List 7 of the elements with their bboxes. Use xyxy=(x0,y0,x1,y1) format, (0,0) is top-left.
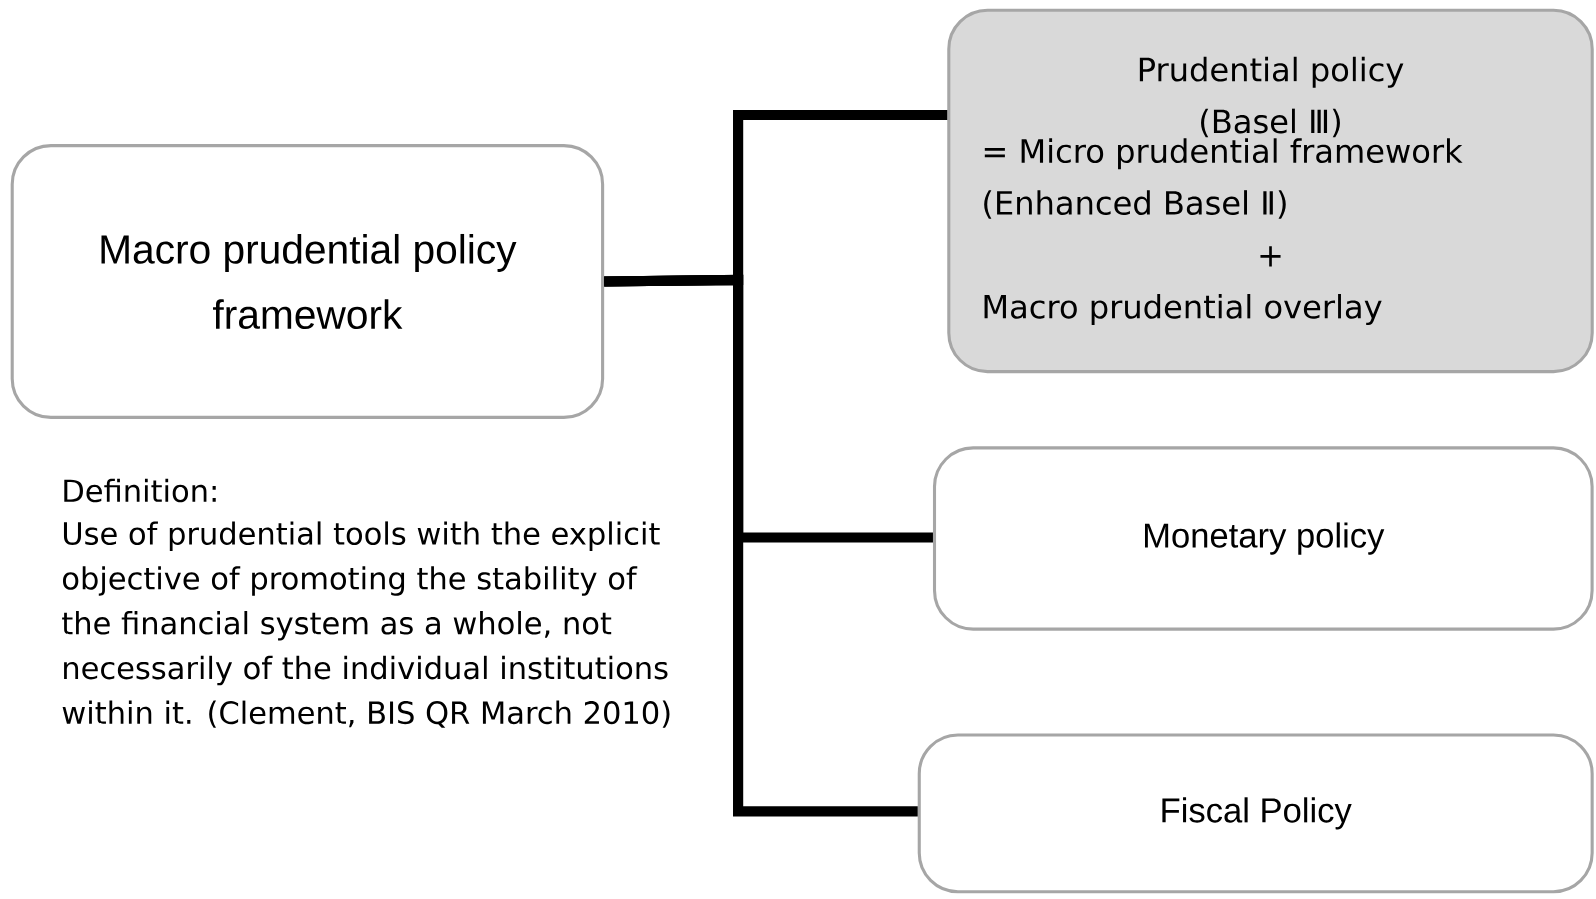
process-box: Fiscal Policy xyxy=(917,733,1594,894)
connector-line xyxy=(604,274,918,817)
process-box: Monetary policy xyxy=(932,446,1594,631)
process-box: Prudential policy (Basel Ⅲ) = Micro prudential framework (Enhanced Basel Ⅱ) + Macro prudential overlay xyxy=(947,8,1594,374)
definition-text: Use of prudential tools with the explicit objective of promoting the stability of the financial system as a whole, not necessarily of the individual institutions within it. (Clement, BIS QR March 2010) xyxy=(62,521,670,728)
definition-text: Definition: xyxy=(64,478,216,503)
process-box: Macro prudential policy framework xyxy=(10,144,605,419)
